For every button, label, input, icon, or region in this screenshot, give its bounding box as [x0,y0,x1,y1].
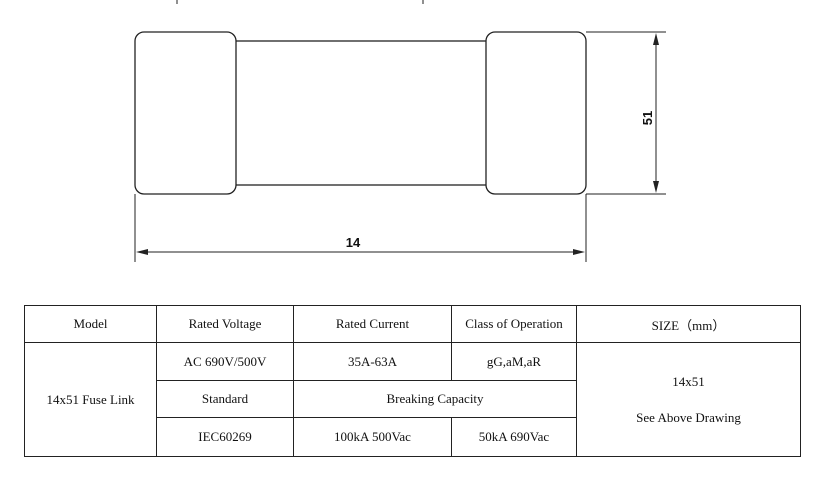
size-value: 14x51 [672,373,705,389]
fuse-spec-table: Model Rated Voltage Rated Current Class … [24,305,801,457]
fuse-end-cap-left [134,31,237,195]
class-of-operation-cell: gG,aM,aR [451,342,577,381]
height-dimension-label: 51 [640,111,655,125]
breaking-capacity-500-cell: 100kA 500Vac [293,417,452,457]
size-note: See Above Drawing [636,409,741,425]
breaking-capacity-label-cell: Breaking Capacity [293,380,577,418]
size-cell: 14x51 See Above Drawing [576,342,801,457]
height-arrow-top [653,33,659,45]
header-size: SIZE（mm） [576,305,801,343]
fuse-body [233,40,489,186]
width-arrow-left [136,249,148,255]
table-row: 14x51 Fuse Link AC 690V/500V 35A-63A gG,… [24,342,801,457]
model-cell: 14x51 Fuse Link [24,342,157,457]
breaking-capacity-690-cell: 50kA 690Vac [451,417,577,457]
fuse-dimension-drawing: 14 51 [134,0,666,262]
standard-label-cell: Standard [156,380,294,418]
header-rated-voltage: Rated Voltage [156,305,294,343]
height-arrow-bottom [653,181,659,193]
width-dimension-label: 14 [346,235,361,250]
header-rated-current: Rated Current [293,305,452,343]
table-row: IEC60269 100kA 500Vac 50kA 690Vac [25,417,801,457]
rated-current-cell: 35A-63A [293,342,452,381]
header-model: Model [24,305,157,343]
standard-value-cell: IEC60269 [156,417,294,457]
table-header-row: Model Rated Voltage Rated Current Class … [24,305,801,343]
fuse-end-cap-right [485,31,587,195]
rated-voltage-cell: AC 690V/500V [156,342,294,381]
table-row: Standard Breaking Capacity [25,380,801,418]
header-class-of-operation: Class of Operation [451,305,577,343]
width-arrow-right [573,249,585,255]
